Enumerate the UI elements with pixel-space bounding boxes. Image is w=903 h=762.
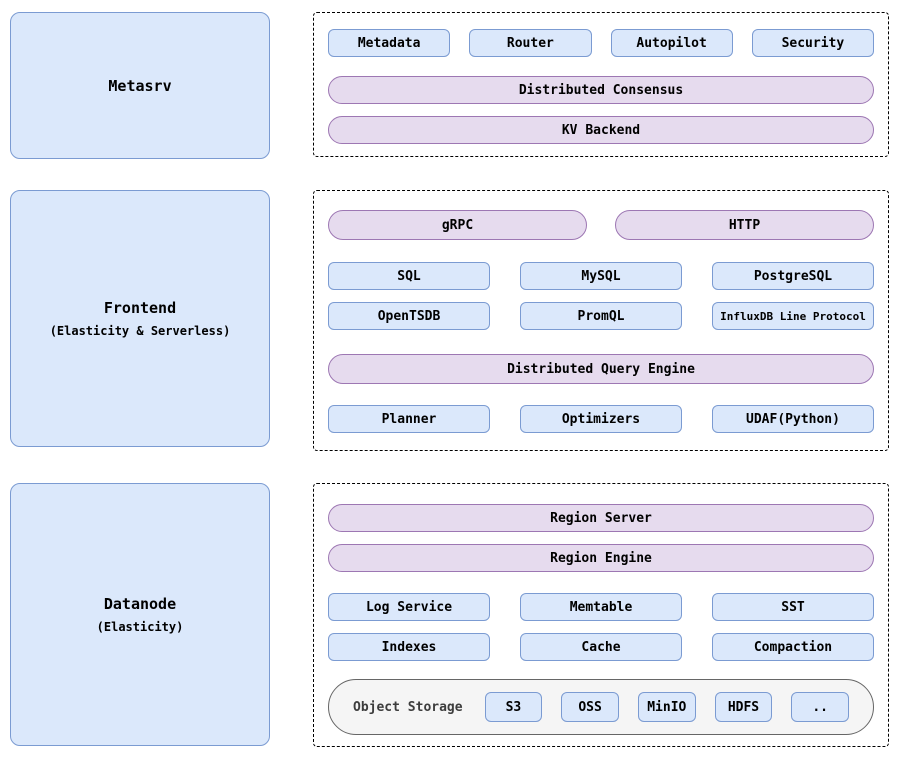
pill-distributed-consensus: Distributed Consensus (328, 76, 874, 104)
storage-components-row-1: Log Service Memtable SST (328, 593, 874, 621)
storage-components-row-2: Indexes Cache Compaction (328, 633, 874, 661)
pill-distributed-query-engine: Distributed Query Engine (328, 354, 874, 384)
datanode-panel: Datanode (Elasticity) (10, 483, 270, 746)
box-opentsdb: OpenTSDB (328, 302, 490, 330)
box-router: Router (469, 29, 592, 57)
frontend-panel-subtitle: (Elasticity & Serverless) (49, 324, 231, 338)
datanode-panel-subtitle: (Elasticity) (96, 620, 184, 634)
metasrv-panel: Metasrv (10, 12, 270, 159)
metasrv-components-container: Metadata Router Autopilot Security Distr… (313, 12, 889, 157)
box-autopilot: Autopilot (610, 29, 733, 57)
box-postgresql: PostgreSQL (712, 262, 874, 290)
object-storage-label: Object Storage (353, 699, 463, 715)
box-oss: OSS (561, 692, 619, 722)
pill-kv-backend: KV Backend (328, 116, 874, 144)
frontend-panel: Frontend (Elasticity & Serverless) (10, 190, 270, 447)
query-language-row-1: SQL MySQL PostgreSQL (328, 262, 874, 290)
box-metadata: Metadata (328, 29, 451, 57)
query-engine-row: Distributed Query Engine (328, 354, 874, 384)
metasrv-modules-row: Metadata Router Autopilot Security (328, 29, 874, 57)
box-s3: S3 (484, 692, 543, 722)
datanode-panel-title: Datanode (103, 595, 177, 613)
box-mysql: MySQL (520, 262, 682, 290)
box-optimizers: Optimizers (520, 405, 682, 433)
box-other-backends: .. (791, 692, 850, 722)
pill-region-engine: Region Engine (328, 544, 874, 572)
pill-grpc: gRPC (328, 210, 587, 240)
region-engine-row: Region Engine (328, 544, 874, 572)
box-promql: PromQL (520, 302, 682, 330)
box-memtable: Memtable (520, 593, 682, 621)
box-sst: SST (712, 593, 874, 621)
box-cache: Cache (520, 633, 682, 661)
box-security: Security (751, 29, 874, 57)
box-planner: Planner (328, 405, 490, 433)
box-sql: SQL (328, 262, 490, 290)
engine-components-row: Planner Optimizers UDAF(Python) (328, 405, 874, 433)
region-server-row: Region Server (328, 504, 874, 532)
query-language-row-2: OpenTSDB PromQL InfluxDB Line Protocol (328, 302, 874, 330)
box-influxdb-line-protocol: InfluxDB Line Protocol (712, 302, 874, 330)
frontend-panel-title: Frontend (103, 299, 177, 317)
object-storage-group: Object Storage S3 OSS MinIO HDFS .. (328, 679, 874, 735)
box-compaction: Compaction (712, 633, 874, 661)
pill-http: HTTP (615, 210, 874, 240)
box-udaf-python: UDAF(Python) (712, 405, 874, 433)
box-minio: MinIO (637, 692, 696, 722)
box-indexes: Indexes (328, 633, 490, 661)
kv-backend-row: KV Backend (328, 116, 874, 144)
distributed-consensus-row: Distributed Consensus (328, 76, 874, 104)
protocol-pills-row: gRPC HTTP (328, 210, 874, 240)
box-hdfs: HDFS (714, 692, 773, 722)
pill-region-server: Region Server (328, 504, 874, 532)
frontend-components-container: gRPC HTTP SQL MySQL PostgreSQL OpenTSDB … (313, 190, 889, 451)
box-log-service: Log Service (328, 593, 490, 621)
metasrv-panel-title: Metasrv (108, 76, 172, 95)
datanode-components-container: Region Server Region Engine Log Service … (313, 483, 889, 747)
